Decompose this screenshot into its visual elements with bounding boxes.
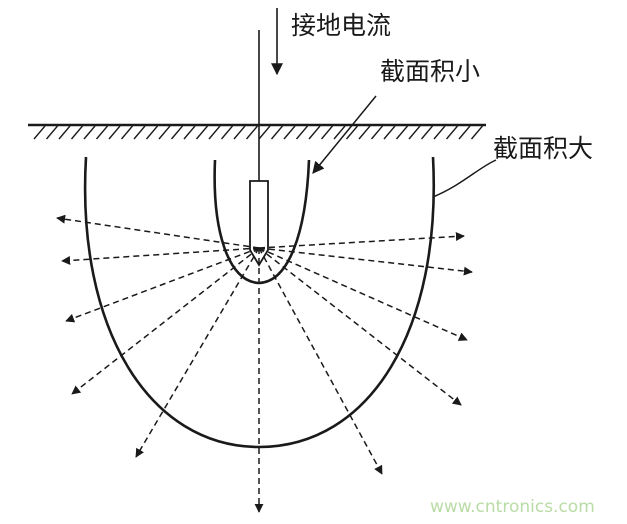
current-ray-arrow <box>56 214 260 249</box>
hatch-mark <box>383 125 396 140</box>
small-section-leader <box>312 95 377 174</box>
hatch-mark <box>170 125 184 140</box>
hatch-mark <box>158 125 171 140</box>
hatch-mark <box>208 125 221 140</box>
hatch-mark <box>308 125 321 140</box>
ground-hatching <box>33 125 484 140</box>
hatch-mark <box>258 125 271 140</box>
current-ray-arrow <box>71 247 260 395</box>
current-ray-arrow <box>258 231 465 249</box>
current-ray-arrow <box>258 247 462 406</box>
hatch-mark <box>433 125 446 140</box>
hatch-mark <box>133 125 146 140</box>
hatch-mark <box>470 125 484 140</box>
hatch-mark <box>83 125 96 140</box>
large-section-label: 截面积大 <box>493 134 593 163</box>
hatch-mark <box>270 125 284 140</box>
hatch-mark <box>183 125 196 140</box>
hatch-mark <box>120 125 134 140</box>
hatch-mark <box>33 125 46 140</box>
small-section-label: 截面积小 <box>380 57 480 86</box>
current-ray-arrow <box>61 247 260 265</box>
hatch-mark <box>58 125 71 140</box>
large-section-leader <box>432 159 497 198</box>
hatch-mark <box>445 125 459 140</box>
hatch-mark <box>70 125 84 140</box>
hatch-mark <box>45 125 59 140</box>
hatch-mark <box>95 125 109 140</box>
hatch-mark <box>195 125 209 140</box>
hatch-mark <box>295 125 309 140</box>
watermark: www.cntronics.com <box>430 497 595 517</box>
hatch-mark <box>245 125 259 140</box>
current-dispersion-arrows <box>56 214 473 513</box>
hatch-mark <box>420 125 434 140</box>
hatch-mark <box>370 125 384 140</box>
hatch-mark <box>320 125 334 140</box>
hatch-mark <box>408 125 421 140</box>
current-ray-arrow <box>258 247 383 475</box>
current-ray-arrow <box>258 247 473 276</box>
hatch-mark <box>333 125 346 140</box>
hatch-mark <box>358 125 371 140</box>
hatch-mark <box>108 125 121 140</box>
current-ray-arrow <box>258 247 468 341</box>
hatch-mark <box>395 125 409 140</box>
hatch-mark <box>283 125 296 140</box>
hatch-mark <box>220 125 234 140</box>
ground-surface <box>28 123 486 140</box>
ground-current-label: 接地电流 <box>291 11 391 40</box>
hatch-mark <box>345 125 359 140</box>
hatch-mark <box>145 125 159 140</box>
hatch-mark <box>458 125 471 140</box>
hatch-mark <box>233 125 246 140</box>
outer-equipotential-curve <box>83 156 436 449</box>
current-ray-arrow <box>65 247 260 323</box>
current-ray-arrow <box>135 247 260 458</box>
